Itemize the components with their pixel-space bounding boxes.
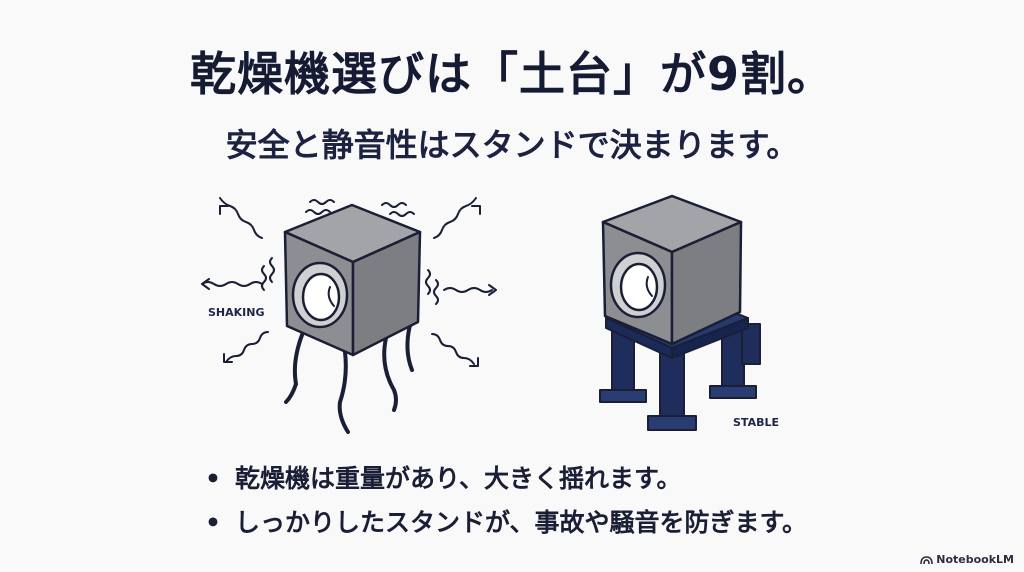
bullet-text: しっかりしたスタンドが、事故や騒音を防ぎます。 [235, 508, 808, 537]
shake-arrows [201, 197, 497, 367]
bullet-list: • 乾燥機は重量があり、大きく揺れます。 • しっかりしたスタンドが、事故や騒音を防… [205, 462, 925, 550]
bullet-marker: • [205, 464, 221, 493]
shaking-dryer-illustration [201, 197, 497, 434]
dryer-cube [283, 203, 422, 357]
notebooklm-logo-icon [920, 555, 934, 564]
bullet-text: 乾燥機は重量があり、大きく揺れます。 [235, 464, 682, 493]
bullet-marker: • [205, 508, 221, 537]
brand-name: NotebookLM [936, 553, 1014, 566]
shaking-label: SHAKING [208, 306, 265, 319]
stable-label: STABLE [733, 416, 779, 429]
wobbly-legs [284, 323, 414, 434]
bullet-item: • 乾燥機は重量があり、大きく揺れます。 [205, 462, 925, 496]
bullet-item: • しっかりしたスタンドが、事故や騒音を防ぎます。 [205, 506, 925, 540]
stable-dryer-door [609, 251, 667, 319]
vibration-marks [261, 199, 439, 305]
dryer-door [291, 261, 349, 329]
stable-dryer-illustration [599, 194, 761, 431]
slide-title: 乾燥機選びは「土台」が9割。 [189, 47, 834, 101]
notebooklm-watermark: NotebookLM [920, 553, 1014, 566]
slide-subtitle: 安全と静音性はスタンドで決まります。 [225, 126, 799, 164]
